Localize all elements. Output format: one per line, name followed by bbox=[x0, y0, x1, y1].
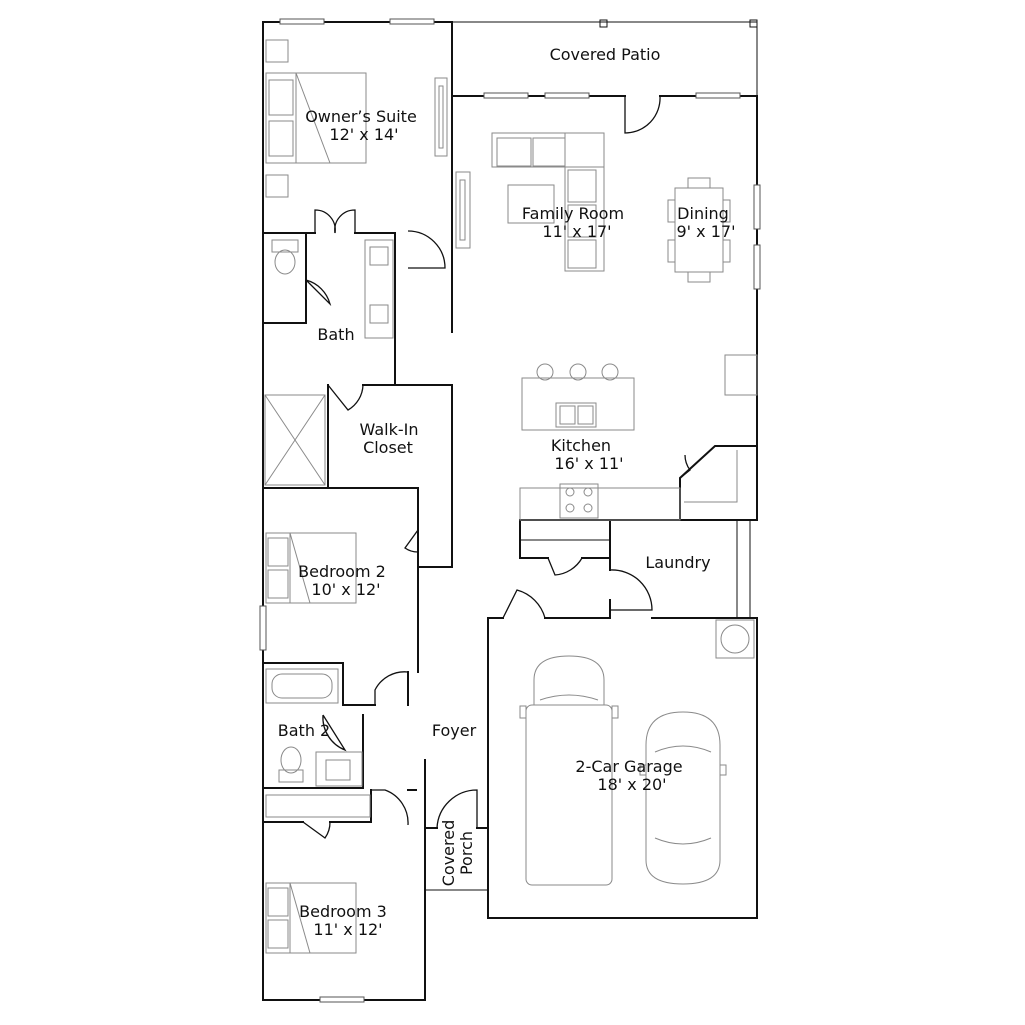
windows bbox=[259, 18, 761, 1003]
dining-table bbox=[667, 177, 731, 283]
garage-label: 2-Car Garage bbox=[575, 757, 682, 776]
kitchen-label: Kitchen bbox=[551, 436, 611, 455]
bedroom3-size: 11' x 12' bbox=[313, 920, 382, 939]
bedroom2-size: 10' x 12' bbox=[311, 580, 380, 599]
family-room-size: 11' x 17' bbox=[542, 222, 611, 241]
doors bbox=[302, 95, 691, 839]
walls bbox=[262, 21, 758, 1001]
bath-label: Bath bbox=[317, 325, 354, 344]
water-heater bbox=[715, 619, 755, 659]
shower bbox=[264, 394, 326, 486]
garage-car bbox=[639, 711, 727, 885]
owners-dresser bbox=[434, 77, 448, 157]
kitchen-counter bbox=[519, 450, 738, 521]
bedroom3-bed bbox=[265, 882, 357, 954]
kitchen-size: 16' x 11' bbox=[554, 454, 623, 473]
owners-suite-label: Owner’s Suite bbox=[305, 107, 417, 126]
dining-size: 9' x 17' bbox=[677, 222, 736, 241]
laundry-label: Laundry bbox=[645, 553, 710, 572]
bath2-fixtures bbox=[265, 668, 371, 818]
family-room-label: Family Room bbox=[522, 204, 624, 223]
walk-in-closet-label-2: Closet bbox=[363, 438, 413, 457]
bedroom2-label: Bedroom 2 bbox=[298, 562, 386, 581]
walk-in-closet-label-1: Walk-In bbox=[360, 420, 419, 439]
bath-vanity bbox=[271, 239, 394, 339]
covered-patio-outline bbox=[452, 19, 758, 96]
sectional-sofa bbox=[491, 132, 605, 272]
owners-bed bbox=[265, 39, 367, 198]
bedroom2-bed bbox=[265, 532, 357, 604]
kitchen-island bbox=[521, 354, 758, 431]
foyer-label: Foyer bbox=[432, 721, 477, 740]
garage-size: 18' x 20' bbox=[597, 775, 666, 794]
covered-porch-label-2: Porch bbox=[457, 831, 476, 875]
bedroom3-label: Bedroom 3 bbox=[299, 902, 387, 921]
owners-suite-size: 12' x 14' bbox=[329, 125, 398, 144]
garage-suv bbox=[519, 655, 619, 886]
tv-console bbox=[455, 171, 471, 249]
covered-porch-label-1: Covered bbox=[439, 820, 458, 887]
dining-label: Dining bbox=[677, 204, 729, 223]
covered-patio-label: Covered Patio bbox=[550, 45, 661, 64]
bath2-label: Bath 2 bbox=[278, 721, 330, 740]
